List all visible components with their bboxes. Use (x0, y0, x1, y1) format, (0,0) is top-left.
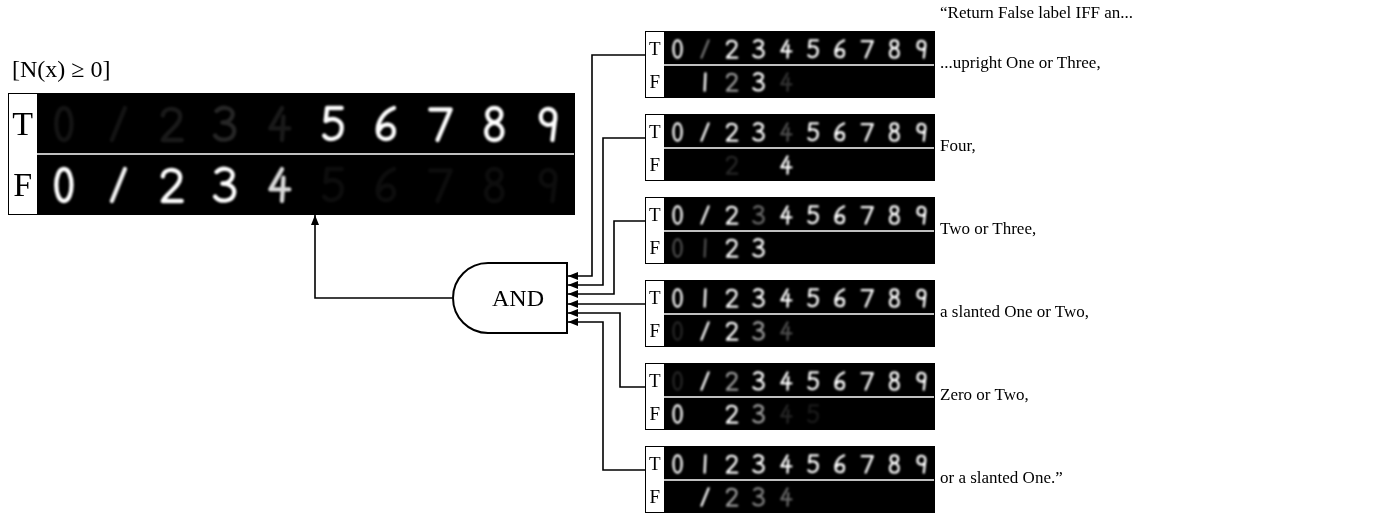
output-condition: [N(x) ≥ 0] (12, 56, 110, 84)
label-panel: TF (645, 446, 935, 513)
gate-label: AND (492, 286, 544, 310)
and-gate: AND (452, 262, 568, 334)
signal-wire (568, 313, 645, 387)
row-letter: F (649, 238, 660, 257)
row-letter: F (649, 404, 660, 423)
rule-clause: Zero or Two, (940, 385, 1029, 405)
signal-wire (568, 55, 645, 276)
row-letter: F (649, 72, 660, 91)
label-panel: TF (645, 363, 935, 430)
row-letter: T (12, 107, 33, 141)
signal-wire (568, 221, 645, 294)
label-panel: TF (645, 114, 935, 181)
rule-clause: ...upright One or Three, (940, 53, 1101, 73)
rule-clause: Two or Three, (940, 219, 1036, 239)
row-letter: T (649, 122, 661, 141)
rule-heading: “Return False label IFF an... (940, 3, 1133, 23)
signal-wire (315, 215, 452, 298)
signal-wire (568, 303, 645, 305)
row-letter: F (649, 321, 660, 340)
row-letter: T (649, 205, 661, 224)
rule-clause: Four, (940, 136, 976, 156)
rule-clause: a slanted One or Two, (940, 302, 1089, 322)
label-panel: TF (645, 197, 935, 264)
row-letter: F (13, 168, 32, 202)
signal-wire (568, 322, 645, 470)
signal-wire (568, 138, 645, 285)
row-letter: T (649, 454, 661, 473)
label-panel: TF (645, 31, 935, 98)
gate-shape (453, 263, 567, 333)
row-letter: F (649, 155, 660, 174)
row-letter: T (649, 39, 661, 58)
row-letter: F (649, 487, 660, 506)
label-panel: TF (8, 93, 575, 215)
rule-clause: or a slanted One.” (940, 468, 1063, 488)
row-letter: T (649, 371, 661, 390)
label-panel: TF (645, 280, 935, 347)
row-letter: T (649, 288, 661, 307)
